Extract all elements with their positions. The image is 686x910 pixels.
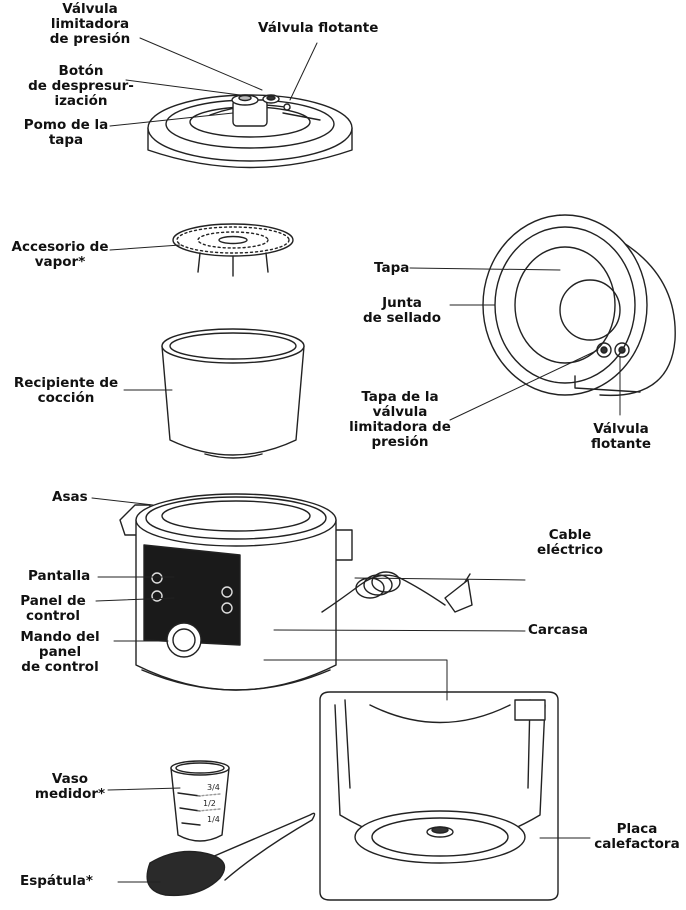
label-placa-calefactora: Placa calefactora bbox=[594, 821, 680, 852]
label-cable-electrico: Cable eléctrico bbox=[537, 527, 603, 558]
label-asas: Asas bbox=[52, 489, 88, 505]
cup-marks: 3/4 1/2 1/4 bbox=[203, 783, 220, 824]
label-pomo-tapa: Pomo de la tapa bbox=[23, 117, 109, 148]
lid-top-illustration bbox=[147, 94, 353, 169]
spatula-illustration bbox=[146, 812, 316, 897]
cup-mark-label: 3/4 bbox=[207, 783, 220, 792]
label-tapa-valvula-limitadora: Tapa de la válvula limitadora de presión bbox=[349, 389, 451, 450]
label-tapa: Tapa bbox=[374, 260, 410, 276]
measuring-cup-illustration bbox=[170, 760, 230, 842]
label-panel-control: Panel de control bbox=[20, 593, 86, 624]
leader-lines bbox=[91, 37, 621, 883]
steam-basket-illustration bbox=[172, 223, 294, 277]
inner-pot-illustration bbox=[161, 328, 305, 459]
label-valvula-limitadora: Válvula limitadora de presión bbox=[49, 1, 131, 47]
label-valvula-flotante-side: Válvula flotante bbox=[590, 421, 652, 452]
label-accesorio-vapor: Accesorio de vapor* bbox=[11, 239, 109, 270]
lid-side-illustration bbox=[482, 214, 676, 397]
main-body-illustration bbox=[119, 493, 473, 691]
label-boton-despresurizacion: Botón de despresur- ización bbox=[28, 63, 134, 109]
label-recipiente-coccion: Recipiente de cocción bbox=[13, 375, 119, 406]
label-valvula-flotante-top: Válvula flotante bbox=[258, 20, 379, 36]
label-mando-panel: Mando del panel de control bbox=[20, 629, 100, 675]
label-pantalla: Pantalla bbox=[28, 568, 91, 584]
label-carcasa: Carcasa bbox=[528, 622, 588, 638]
cup-mark-label: 1/2 bbox=[203, 799, 216, 808]
label-vaso-medidor: Vaso medidor* bbox=[34, 771, 106, 802]
cup-mark-label: 1/4 bbox=[207, 815, 220, 824]
label-espatula: Espátula* bbox=[20, 873, 93, 889]
heating-plate-detail bbox=[319, 691, 559, 901]
label-junta-sellado: Junta de sellado bbox=[362, 295, 441, 326]
